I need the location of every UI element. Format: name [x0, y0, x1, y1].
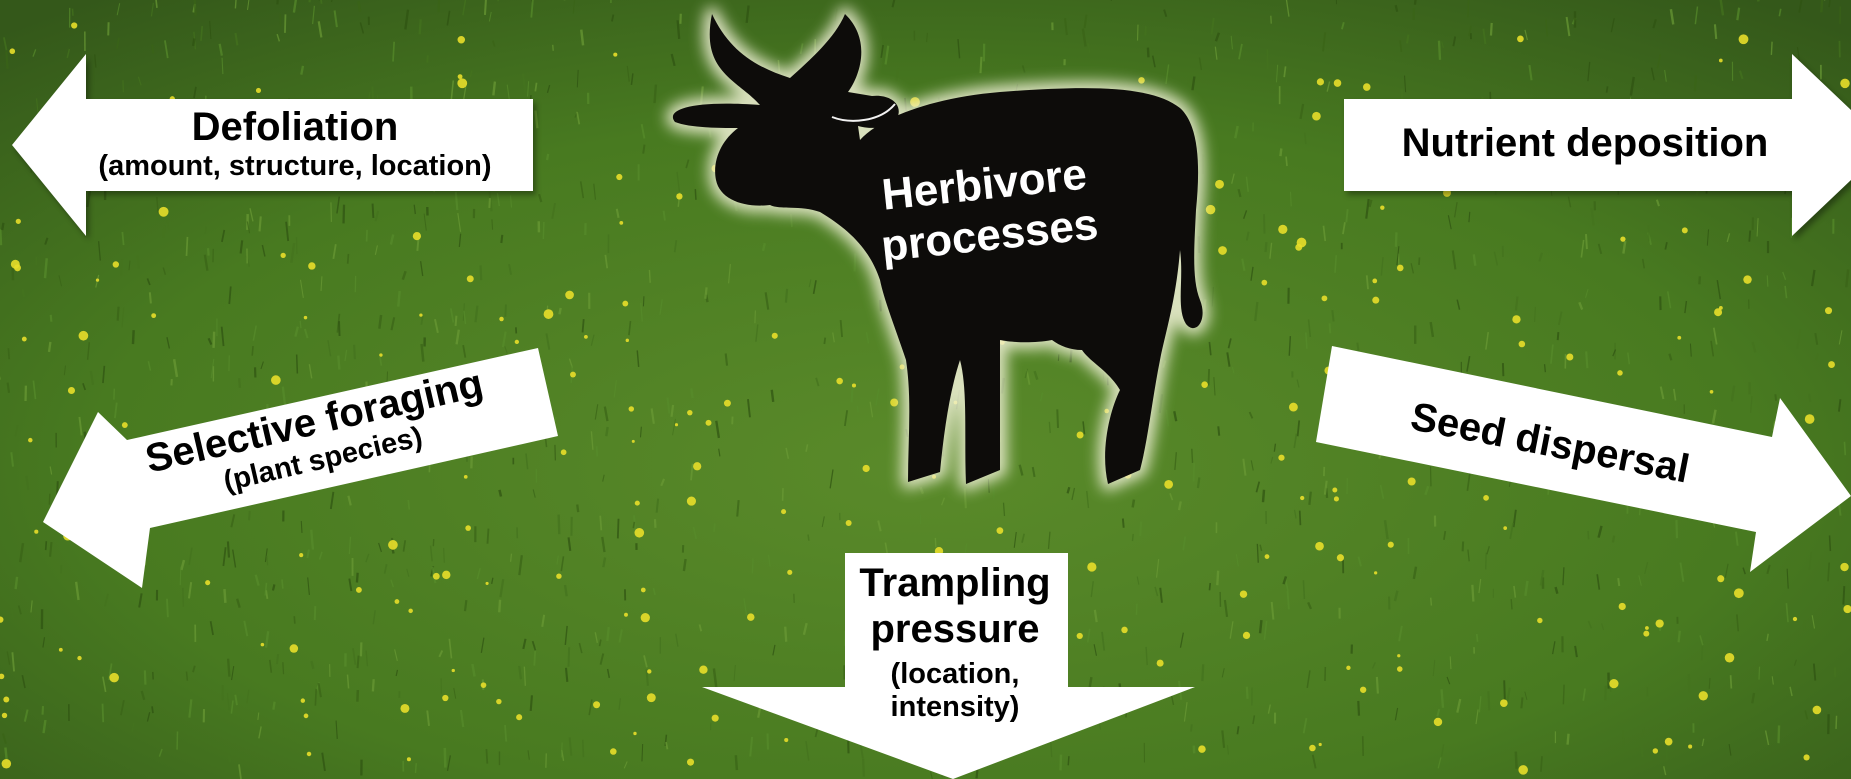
- defoliation-label: Defoliation (amount, structure, location…: [70, 104, 520, 183]
- defoliation-detail: (amount, structure, location): [70, 150, 520, 183]
- trampling-title-line1: Trampling: [820, 560, 1090, 606]
- trampling-detail-line1: (location,: [820, 658, 1090, 691]
- defoliation-title: Defoliation: [70, 104, 520, 150]
- trampling-detail-line2: intensity): [820, 691, 1090, 724]
- nutrient-deposition-label: Nutrient deposition: [1360, 120, 1810, 166]
- nutrient-deposition-title: Nutrient deposition: [1360, 120, 1810, 166]
- trampling-title-line2: pressure: [820, 606, 1090, 652]
- trampling-label: Trampling pressure (location, intensity): [820, 560, 1090, 725]
